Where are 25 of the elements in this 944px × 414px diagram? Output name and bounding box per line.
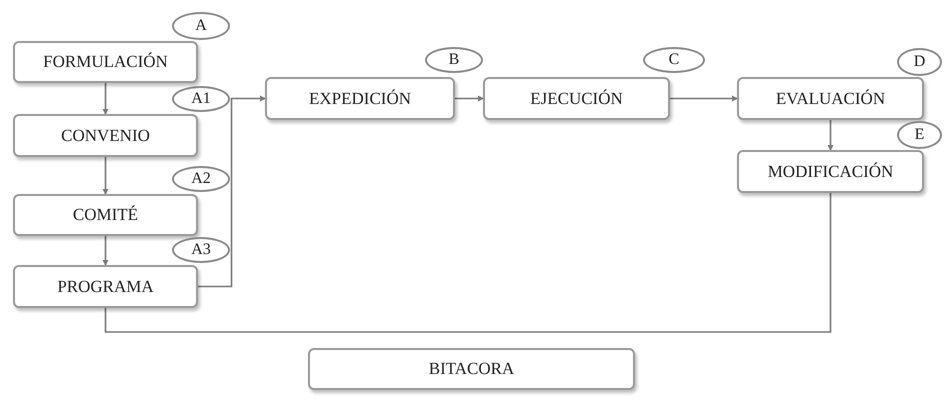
process-box: EXPEDICIÓN: [265, 77, 455, 120]
connector-line: [102, 83, 108, 115]
label-ellipse: A: [172, 12, 230, 40]
label-ellipse: E: [897, 121, 942, 149]
process-box: MODIFICACIÓN: [737, 150, 924, 193]
connector-line: [102, 157, 108, 195]
process-box: FORMULACIÓN: [13, 41, 198, 83]
process-box: CONVENIO: [13, 114, 198, 157]
connector-line: [455, 96, 484, 102]
label-ellipse: A1: [172, 86, 230, 112]
connector-line: [104, 193, 832, 333]
process-box: EVALUACIÓN: [737, 77, 924, 120]
label-ellipse: C: [643, 47, 705, 73]
process-box: BITACORA: [308, 348, 635, 390]
label-ellipse: B: [425, 47, 483, 73]
connector-line: [828, 120, 834, 151]
connector-line: [198, 96, 266, 288]
label-ellipse: D: [897, 48, 942, 76]
process-box: PROGRAMA: [13, 265, 198, 308]
connector-line: [670, 96, 738, 102]
label-ellipse: A2: [172, 166, 230, 192]
process-box: COMITÉ: [13, 194, 198, 236]
connector-line: [102, 236, 108, 266]
label-ellipse: A3: [172, 237, 230, 263]
process-box: EJECUCIÓN: [483, 77, 670, 120]
